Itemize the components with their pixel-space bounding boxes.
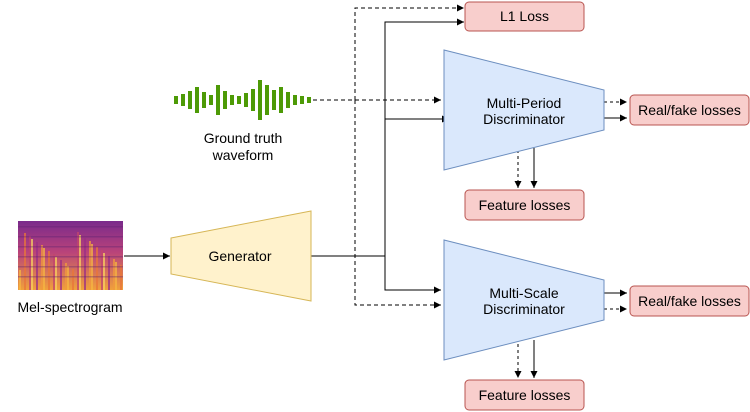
realfake-mpd-label: Real/fake losses	[638, 102, 741, 118]
feature-msd-label: Feature losses	[479, 387, 571, 403]
waveform-bar	[237, 96, 241, 104]
spectrogram-stripe	[101, 250, 103, 290]
waveform-bar	[174, 96, 178, 104]
spectrogram-band	[18, 276, 123, 278]
waveform-bar	[300, 96, 304, 104]
generator: Generator	[170, 210, 312, 302]
feature-losses-msd-box: Feature losses	[464, 379, 585, 411]
waveform-bar	[293, 95, 297, 105]
l1-loss-box: L1 Loss	[464, 1, 585, 32]
spectrogram-stripe	[67, 266, 69, 290]
spectrogram-stripe	[36, 242, 38, 290]
spectrogram-stripe	[19, 270, 21, 290]
waveform-bar	[188, 91, 192, 109]
msd-label-1: Multi-Scale	[489, 285, 558, 301]
spectrogram-stripe	[24, 233, 26, 290]
waveform-bar	[181, 94, 185, 106]
spectrogram-band	[18, 246, 123, 248]
waveform-bar	[279, 87, 283, 113]
spectrogram-stripe	[115, 262, 117, 290]
multi-scale-discriminator: Multi-Scale Discriminator	[443, 239, 605, 361]
msd-label-2: Discriminator	[483, 301, 565, 317]
spectrogram-stripe	[96, 247, 98, 290]
waveform-bar	[209, 95, 213, 105]
l1-loss-label: L1 Loss	[500, 8, 549, 24]
feature-mpd-label: Feature losses	[479, 197, 571, 213]
waveform-icon	[174, 80, 311, 120]
spectrogram-band	[18, 256, 123, 258]
ground-truth-label-1: Ground truth	[204, 130, 283, 146]
waveform-bar	[244, 93, 248, 107]
spectrogram-stripe	[72, 269, 74, 290]
spectrogram-stripe	[60, 260, 62, 290]
spectrogram-stripe	[108, 256, 110, 290]
spectrogram-stripe	[77, 232, 79, 290]
spectrogram-stripe	[55, 257, 57, 290]
spectrogram-stripe	[43, 248, 45, 290]
spectrogram-band	[18, 236, 123, 238]
mpd-label-1: Multi-Period	[487, 95, 562, 111]
spectrogram-stripe	[113, 259, 115, 290]
waveform-bar	[286, 92, 290, 108]
realfake-losses-msd-box: Real/fake losses	[629, 285, 750, 317]
spectrogram-stripe	[48, 251, 50, 290]
waveform-bar	[230, 95, 234, 105]
spectrogram-stripe	[53, 254, 55, 290]
edge-gt-to-l1	[354, 4, 464, 100]
edge-generator-trunk	[311, 18, 464, 257]
waveform-bar	[223, 91, 227, 109]
edge-generator-to-msd	[384, 256, 441, 294]
spectrogram-stripe	[29, 236, 31, 290]
mpd-label-2: Discriminator	[483, 111, 565, 127]
spectrogram-band	[18, 226, 123, 228]
spectrogram-stripe	[41, 245, 43, 290]
waveform-bar	[195, 87, 199, 113]
edge-gt-to-msd	[354, 100, 441, 309]
realfake-msd-label: Real/fake losses	[638, 293, 741, 309]
spectrogram-stripe	[103, 253, 105, 290]
mel-spectrogram-label: Mel-spectrogram	[17, 299, 122, 315]
waveform-bar	[216, 85, 220, 115]
spectrogram-stripe	[91, 244, 93, 290]
spectrogram-image	[18, 221, 123, 290]
waveform-bar	[307, 97, 311, 103]
feature-losses-mpd-box: Feature losses	[464, 189, 585, 221]
realfake-losses-mpd-box: Real/fake losses	[629, 94, 750, 126]
spectrogram-stripe	[31, 239, 33, 290]
multi-period-discriminator: Multi-Period Discriminator	[443, 49, 605, 171]
waveform-bar	[258, 80, 262, 120]
waveform-bar	[251, 89, 255, 111]
ground-truth-label-2: waveform	[212, 147, 274, 163]
waveform-bar	[202, 92, 206, 108]
spectrogram-stripe	[89, 241, 91, 290]
spectrogram-stripe	[120, 265, 122, 290]
spectrogram-stripe	[84, 238, 86, 290]
waveform-bar	[265, 85, 269, 115]
edges	[124, 4, 627, 378]
waveform-bar	[272, 90, 276, 110]
generator-label: Generator	[208, 248, 271, 264]
spectrogram-band	[18, 266, 123, 268]
spectrogram-stripe	[65, 263, 67, 290]
spectrogram-stripe	[79, 235, 81, 290]
